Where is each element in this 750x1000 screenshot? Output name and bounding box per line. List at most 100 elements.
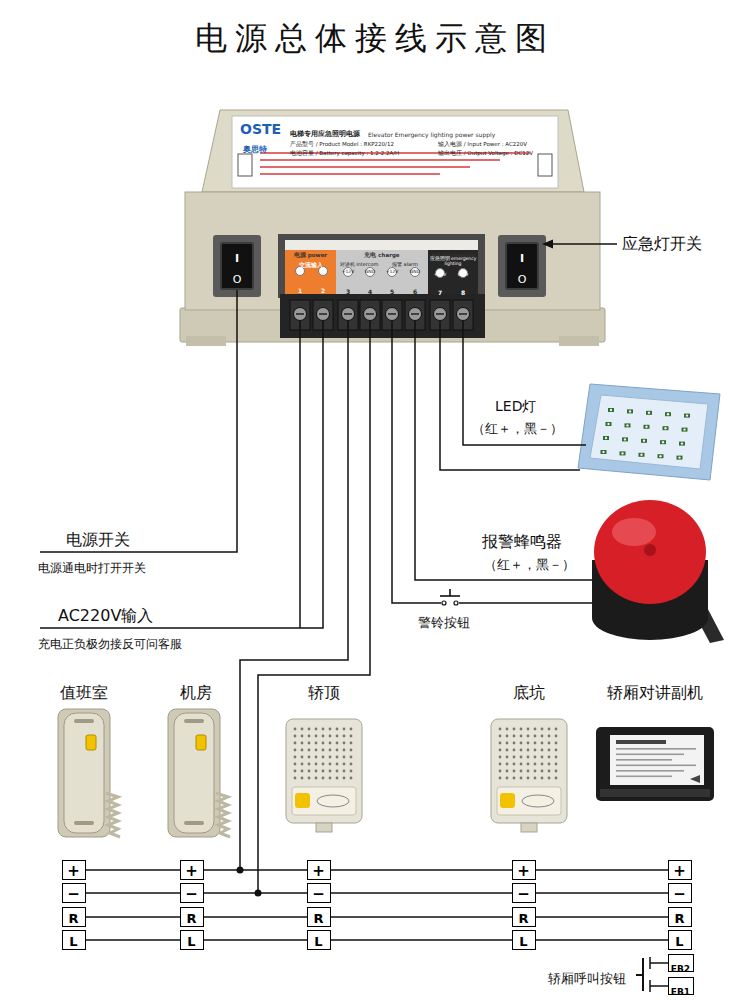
intercom-speaker-drawing: [527, 735, 530, 738]
intercom-speaker-drawing: [343, 749, 346, 752]
intercom-speaker-drawing: [499, 742, 502, 745]
intercom-handset-drawing: [58, 709, 110, 837]
terminal-box-text: L: [519, 935, 527, 950]
text-slot: O: [507, 268, 537, 287]
intercom-handset-drawing: [158, 683, 234, 840]
text-slot: 交流输入: [285, 252, 336, 271]
intercom-speaker-drawing: [520, 756, 523, 759]
alarm-buzzer-text: （红＋，黑－）: [484, 558, 575, 573]
power-supply-unit-text: 电梯专用应急照明电源: [290, 130, 360, 138]
alarm-buzzer: 报警蜂鸣器（红＋，黑－）: [478, 490, 725, 650]
intercom-speaker-drawing: [548, 763, 551, 766]
intercom-speaker-drawing: [322, 770, 325, 773]
wire-connector: [440, 350, 470, 470]
terminal-box: R: [668, 907, 692, 927]
callout-label: 轿厢呼叫按钮: [548, 972, 626, 987]
intercom-speaker-drawing: [506, 749, 509, 752]
intercom-speaker-drawing: [497, 787, 561, 815]
intercom-speaker-drawing: [534, 763, 537, 766]
wire-connector: [331, 916, 512, 918]
wiring-layer: [650, 985, 668, 987]
power-supply-unit-drawing: [260, 173, 440, 175]
intercom-speaker-drawing: [521, 823, 537, 832]
intercom-speaker-drawing: [522, 795, 554, 807]
power-supply-unit-drawing: [202, 110, 584, 192]
intercom-speaker-drawing: [343, 742, 346, 745]
led-lamp-drawing: [606, 422, 612, 426]
intercom-speaker-drawing: [513, 742, 516, 745]
intercom-speaker-drawing: [499, 728, 502, 731]
intercom-speaker-drawing: [534, 742, 537, 745]
intercom-speaker-drawing: [555, 770, 558, 773]
charge-terminal-band-text: 报警 alarm: [392, 262, 418, 268]
text-slot: +: [63, 861, 84, 880]
terminal-box-text: L: [675, 935, 683, 950]
text-slot: L: [669, 931, 690, 950]
led-lamp-drawing: [608, 408, 614, 412]
text-slot: L: [63, 931, 84, 950]
text-slot: OSTE: [240, 119, 281, 138]
led-lamp-drawing: [629, 410, 631, 412]
intercom-speaker-text: 底坑: [513, 684, 545, 702]
intercom-handset: 值班室: [38, 683, 130, 840]
intercom-speaker-drawing: [301, 777, 304, 780]
terminal-box-text: R: [518, 912, 528, 927]
terminal-box-text: −: [312, 886, 325, 903]
wire-connector: [536, 869, 668, 871]
text-slot: EB1: [669, 980, 692, 999]
terminal-box-text: EB1: [671, 987, 690, 997]
text-slot: 输出电压 / Output Voltage : DC12V: [438, 140, 533, 159]
intercom-speaker-drawing: [329, 770, 332, 773]
intercom-speaker-drawing: [294, 742, 297, 745]
text-slot: 警铃按钮: [418, 612, 470, 631]
intercom-speaker-drawing: [350, 735, 353, 738]
text-slot: +: [669, 861, 690, 880]
intercom-speaker-drawing: [555, 749, 558, 752]
symbol-layer: [454, 601, 458, 605]
intercom-speaker-drawing: [315, 770, 318, 773]
intercom-speaker-drawing: [506, 777, 509, 780]
symbol-layer: [441, 599, 459, 607]
led-lamp-drawing: [643, 440, 645, 442]
intercom-speaker-drawing: [329, 777, 332, 780]
intercom-speaker-drawing: [555, 777, 558, 780]
intercom-speaker-drawing: [548, 756, 551, 759]
intercom-speaker-drawing: [555, 735, 558, 738]
text-slot: 3: [342, 279, 354, 298]
led-lamp-drawing: [605, 437, 607, 439]
intercom-speaker-drawing: [499, 770, 502, 773]
power-supply-unit-drawing: [559, 336, 599, 346]
car-intercom-unit-drawing: [616, 759, 672, 761]
terminal-box: +: [180, 860, 204, 880]
wire-connector: [463, 350, 470, 445]
text-slot: 充电 charge: [336, 242, 428, 261]
led-lamp-drawing: [659, 455, 661, 457]
led-lamp-text: LED灯: [495, 398, 536, 414]
wire-connector: [204, 916, 307, 918]
intercom-speaker-drawing: [500, 793, 515, 808]
text-slot: 电源 power: [285, 242, 336, 261]
power-supply-unit-drawing: [462, 321, 464, 350]
intercom-speaker-drawing: [541, 749, 544, 752]
intercom-speaker-drawing: [322, 756, 325, 759]
car-intercom-unit-text: 轿厢对讲副机: [607, 684, 703, 702]
intercom-speaker-drawing: [350, 763, 353, 766]
intercom-speaker-drawing: [527, 742, 530, 745]
lamp-switch: IO: [505, 242, 539, 290]
terminal-box-text: −: [67, 886, 80, 903]
led-lamp-drawing: [648, 412, 650, 414]
intercom-speaker-drawing: [548, 735, 551, 738]
discharge-terminal-band-text: 应急照明 emergency lighting: [428, 256, 478, 266]
text-slot: L: [513, 931, 534, 950]
callout-label: 应急灯开关: [622, 235, 702, 253]
terminal-box-text: −: [185, 886, 198, 903]
intercom-speaker-drawing: [527, 777, 530, 780]
led-lamp-drawing: [658, 454, 664, 458]
intercom-speaker-drawing: [322, 728, 325, 731]
symbol-layer: [442, 601, 446, 605]
text-slot: +: [308, 861, 329, 880]
callout-label: AC220V输入: [58, 607, 153, 625]
led-lamp-drawing: [639, 453, 645, 457]
text-slot: I: [222, 247, 252, 266]
